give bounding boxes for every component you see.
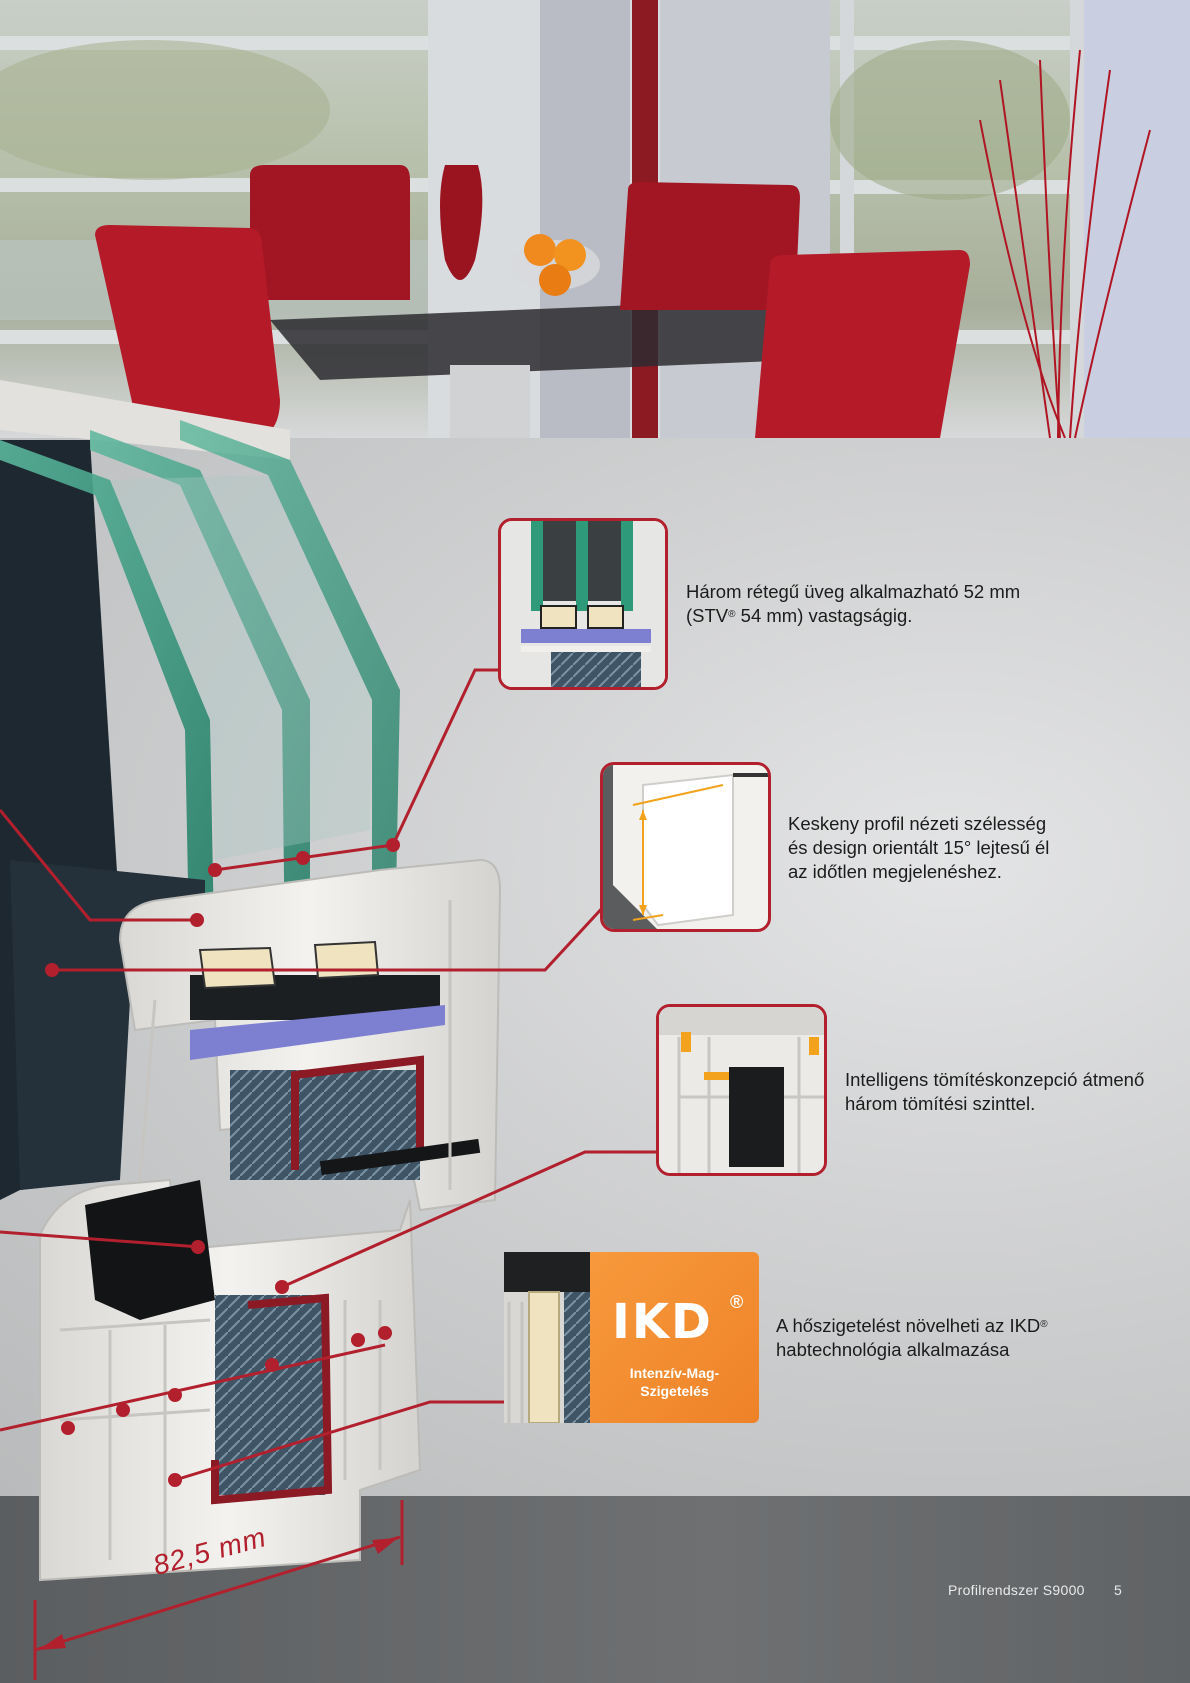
ikd-callout: IKD ® Intenzív-Mag- Szigetelés: [504, 1252, 759, 1423]
callout-narrow-profile-line-1: Keskeny profil nézeti szélesség: [788, 813, 1047, 834]
ikd-logo: IKD: [612, 1294, 713, 1350]
page-number: 5: [1114, 1582, 1122, 1598]
dining-room-photo: [0, 0, 1190, 438]
callout-triple-glass-line-2: (STV® 54 mm) vastagságig.: [686, 605, 913, 626]
gasket-black: [85, 1180, 215, 1320]
callout-text-ikd-foam: A hőszigetelést növelheti az IKD® habtec…: [776, 1314, 1048, 1362]
callout-leader-dots: [45, 838, 400, 1487]
ikd-registered-mark: ®: [730, 1292, 744, 1312]
seal-strip: [190, 1005, 445, 1060]
narrow-profile-detail-icon: [603, 765, 768, 929]
registered-mark: ®: [728, 609, 736, 620]
dimension-line: [33, 1500, 404, 1680]
callout-narrow-profile-line-2: és design orientált 15° lejtesű él: [788, 837, 1050, 858]
callout-ikd-line-2: habtechnológia alkalmazása: [776, 1339, 1010, 1360]
ikd-badge: IKD ® Intenzív-Mag- Szigetelés: [590, 1252, 759, 1423]
callout-narrow-profile-line-3: az időtlen megjelenéshez.: [788, 861, 1002, 882]
callout-seal-concept-line-2: három tömítési szinttel.: [845, 1093, 1036, 1114]
callout-triple-glass-line-1: Három rétegű üveg alkalmazható 52 mm: [686, 581, 1021, 602]
ikd-foam-profile-icon: [504, 1252, 590, 1423]
callout-image-narrow-profile: [600, 762, 771, 932]
steel-reinforcement-lower: [215, 1295, 325, 1495]
callout-text-triple-glass: Három rétegű üveg alkalmazható 52 mm (ST…: [686, 580, 1020, 628]
footer-title: Profilrendszer S9000: [948, 1582, 1085, 1598]
seal-concept-detail-icon: [659, 1007, 824, 1173]
triple-glass-detail-icon: [501, 521, 665, 687]
ikd-subtitle-1: Intenzív-Mag-: [629, 1365, 720, 1381]
callout-image-seal-concept: [656, 1004, 827, 1176]
callout-ikd-line-1: A hőszigetelést növelheti az IKD®: [776, 1315, 1048, 1336]
callout-text-narrow-profile: Keskeny profil nézeti szélesség és desig…: [788, 812, 1049, 884]
dining-room-illustration: [0, 0, 1190, 438]
callout-text-seal-concept: Intelligens tömítéskonzepció átmenő háro…: [845, 1068, 1144, 1116]
callout-image-triple-glass: [498, 518, 668, 690]
registered-mark: ®: [1040, 1319, 1048, 1330]
ikd-subtitle-2: Szigetelés: [640, 1383, 709, 1399]
callout-seal-concept-line-1: Intelligens tömítéskonzepció átmenő: [845, 1069, 1145, 1090]
ikd-profile-image: [504, 1252, 590, 1423]
